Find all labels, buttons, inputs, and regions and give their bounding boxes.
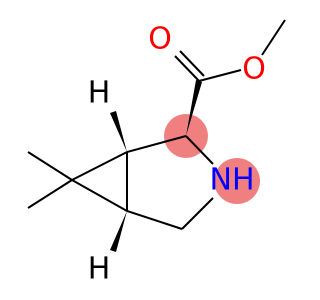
bond-c6-methyl-bottom [27,179,73,209]
bond-c6-methyl-top [27,151,73,181]
bond-carbonyl-double-b [179,50,205,77]
atom-o-ester: O [242,52,266,87]
wedge-c5-h [110,211,127,252]
bond-n-c4 [181,197,214,230]
bond-c1-c2 [126,135,187,153]
bond-c2-n [185,135,214,165]
molecule-diagram: O O NH H H [27,19,286,287]
atom-h-bottom: H [88,252,111,287]
highlight-nh [214,158,260,204]
wedge-c1-h [110,111,127,152]
atom-o-carbonyl: O [148,22,172,57]
bond-carbonyl-double-a [174,55,200,82]
bond-carbonyl-oester [198,69,242,82]
bond-c5-c6 [71,179,128,212]
atom-h-top: H [88,76,111,111]
bond-c4-c5 [126,210,183,230]
bond-oester-methyl [261,19,286,56]
structure-canvas: O O NH H H [27,19,286,287]
bond-c1-c6 [71,151,128,181]
atom-nh: NH [210,163,255,198]
wedge-c2-carbonyl [186,80,202,136]
